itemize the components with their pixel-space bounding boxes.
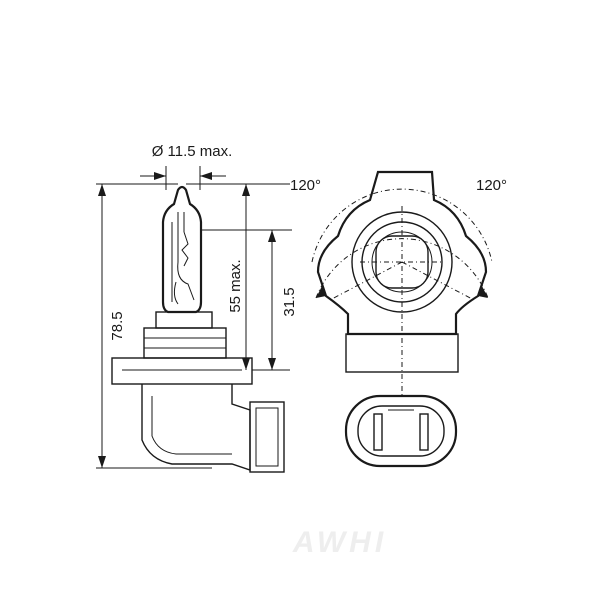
bulb-side-view xyxy=(111,185,285,473)
watermark-logo: AWHI xyxy=(292,526,387,559)
total-length-label: 78.5 xyxy=(109,311,126,340)
diameter-label: Ø 11.5 max. xyxy=(152,143,233,160)
filament-height-label: 31.5 xyxy=(281,287,298,316)
dimension-filament-height: 31.5 xyxy=(200,229,298,370)
connector-face-view xyxy=(344,394,458,468)
bulb-front-view xyxy=(311,170,493,396)
dimension-total-length: 78.5 xyxy=(96,183,212,469)
angle-label-right: 120° xyxy=(476,177,507,194)
angle-label-left: 120° xyxy=(290,177,321,194)
dimension-diameter: Ø 11.5 max. xyxy=(140,143,232,190)
dimension-lcl-height: 55 max. xyxy=(186,183,290,371)
lcl-height-label: 55 max. xyxy=(227,259,244,312)
